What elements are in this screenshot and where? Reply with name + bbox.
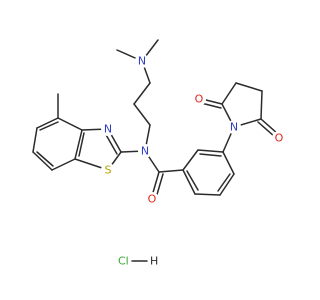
atom-label-n-amine: N	[138, 55, 146, 68]
atom-label-n-amide: N	[141, 145, 149, 158]
atom-labels: N N N S O N O O	[101, 54, 286, 206]
salt-chlorine-label: Cl	[118, 255, 129, 268]
thiazole-nitrogen: N	[101, 122, 115, 136]
bond-lines	[32, 39, 279, 199]
atom-label-s-thiazole: S	[105, 164, 112, 177]
amide-nitrogen: N	[138, 144, 152, 158]
atom-label-o-imide-1: O	[195, 93, 204, 106]
amide-oxygen: O	[145, 192, 159, 206]
atom-label-o-imide-2: O	[275, 132, 284, 145]
atom-label-n-imide: N	[230, 121, 238, 134]
imide-oxygen-2: O	[272, 131, 286, 145]
atom-label-n-thiazole: N	[104, 123, 112, 136]
chemical-structure: N N N S O N O O Cl	[32, 39, 286, 268]
imide-nitrogen: N	[227, 120, 241, 134]
imide-oxygen-1: O	[192, 92, 206, 106]
salt-hydrogen-label: H	[150, 255, 158, 268]
hydrochloride-salt: Cl H	[118, 255, 158, 268]
atom-label-o-amide: O	[148, 193, 157, 206]
amine-nitrogen: N	[135, 54, 149, 68]
thiazole-sulfur: S	[101, 163, 115, 177]
